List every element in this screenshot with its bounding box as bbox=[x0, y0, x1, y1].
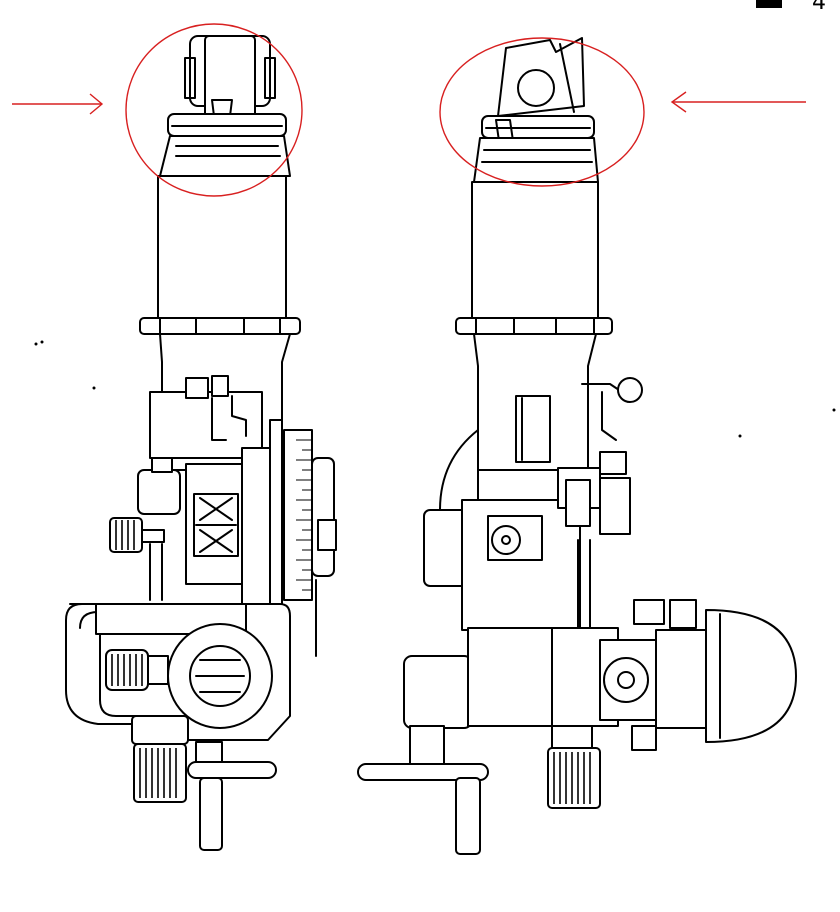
right-side-housing bbox=[423, 429, 631, 641]
left-scale-ticks bbox=[296, 439, 312, 591]
left-highlight-circle bbox=[125, 23, 303, 197]
left-bottom-assembly bbox=[65, 603, 291, 851]
left-highlight-arrow bbox=[12, 93, 104, 115]
right-eyepiece-head bbox=[473, 37, 599, 183]
right-bottom-assembly bbox=[357, 599, 797, 855]
right-sight-view bbox=[357, 37, 836, 855]
corner-label: 4 bbox=[812, 0, 826, 15]
corner-block-mark bbox=[756, 0, 782, 8]
left-sight-view bbox=[12, 23, 337, 851]
right-main-tube bbox=[455, 181, 613, 471]
right-highlight-arrow bbox=[670, 91, 806, 113]
left-mid-housing bbox=[109, 375, 337, 657]
right-highlight-circle bbox=[439, 37, 645, 187]
right-lever bbox=[581, 377, 643, 441]
left-eyepiece-head bbox=[159, 35, 291, 177]
